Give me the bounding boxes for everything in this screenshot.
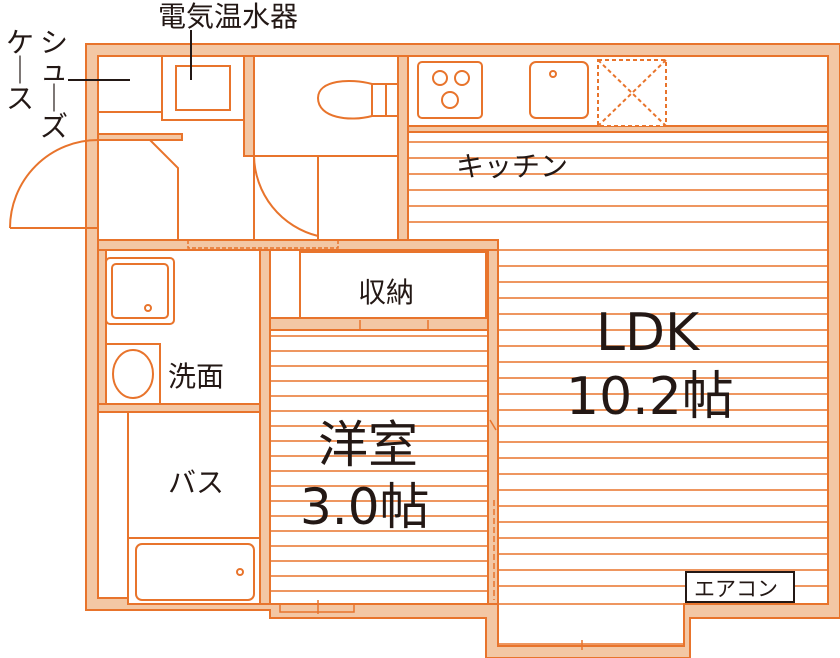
svg-text:ケ｜ス: ケ｜ス — [6, 26, 34, 115]
kitchen-counter — [407, 55, 829, 127]
ldk-label: LDK — [596, 303, 701, 363]
bath-fixtures — [127, 411, 261, 605]
washroom-label: 洗面 — [168, 360, 224, 393]
water-heater-label: 電気温水器 — [158, 0, 298, 33]
storage-label: 収納 — [358, 276, 414, 309]
washroom-fixtures — [105, 257, 252, 441]
western-room-floor-boards — [270, 335, 488, 592]
kitchen-floor-boards — [408, 141, 828, 223]
ldk-size: 10.2帖 — [566, 367, 734, 427]
storage-closet — [299, 251, 487, 319]
aircon-box — [685, 571, 795, 603]
western-room-size: 3.0帖 — [300, 478, 430, 536]
svg-text:シュ｜ズ: シュ｜ズ — [40, 26, 68, 143]
entrance-step — [98, 139, 179, 240]
kitchen-label: キッチン — [456, 150, 568, 183]
western-room-label: 洋室 — [318, 416, 418, 474]
aircon-label: エアコン — [694, 577, 778, 601]
shoe-case-label: ケ｜ス シュ｜ズ — [6, 26, 68, 143]
shoe-case — [97, 55, 163, 113]
toilet-room — [253, 55, 399, 157]
entrance-door — [9, 139, 99, 229]
water-heater-box — [161, 55, 245, 121]
openings — [187, 239, 685, 650]
bath-label: バス — [168, 466, 224, 499]
toilet-door — [253, 155, 319, 240]
